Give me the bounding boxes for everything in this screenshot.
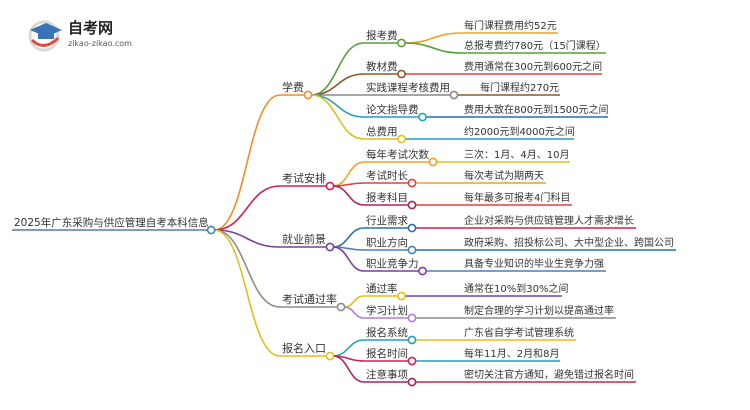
mindmap-nodes: 2025年广东采购与供应管理自考本科信息 学费 报考费 每门课程费用约52元总报考费约… bbox=[14, 19, 674, 387]
subtopic-connector bbox=[332, 246, 365, 272]
subtopic[interactable]: 职业方向 bbox=[366, 236, 408, 249]
branch-topic[interactable]: 学费 bbox=[282, 80, 304, 94]
leaf-detail[interactable]: 每年11月、2月和8月 bbox=[464, 347, 559, 360]
subtopic-collapse-dot[interactable] bbox=[407, 178, 417, 188]
branch-connector bbox=[214, 94, 281, 231]
branch-collapse-dot[interactable] bbox=[336, 302, 346, 312]
subtopic-collapse-dot[interactable] bbox=[407, 200, 417, 210]
subtopic-connector bbox=[332, 227, 365, 248]
branch-topic[interactable]: 考试安排 bbox=[282, 171, 326, 185]
subtopic[interactable]: 总费用 bbox=[366, 125, 398, 138]
subtopic[interactable]: 报考科目 bbox=[366, 191, 408, 204]
subtopic-connector bbox=[310, 42, 365, 96]
subtopic-connector bbox=[332, 185, 365, 206]
subtopic-collapse-dot[interactable] bbox=[428, 157, 438, 167]
subtopic-connector bbox=[310, 73, 365, 96]
subtopic-connector bbox=[343, 295, 365, 308]
subtopic-collapse-dot[interactable] bbox=[397, 38, 406, 48]
branch-collapse-dot[interactable] bbox=[325, 181, 335, 191]
leaf-connector bbox=[404, 32, 463, 44]
subtopic-collapse-dot[interactable] bbox=[407, 335, 417, 345]
subtopic-collapse-dot[interactable] bbox=[397, 134, 406, 144]
logo-title: 自考网 bbox=[68, 19, 113, 37]
logo-url: zikao-zikao.com bbox=[68, 39, 132, 48]
subtopic-collapse-dot[interactable] bbox=[418, 112, 427, 122]
subtopic[interactable]: 每年考试次数 bbox=[366, 148, 429, 161]
root-topic-collapse-dot[interactable] bbox=[206, 225, 216, 235]
leaf-detail[interactable]: 具备专业知识的毕业生竞争力强 bbox=[464, 257, 604, 270]
subtopic-connector bbox=[310, 94, 365, 140]
subtopic-connector bbox=[343, 306, 365, 319]
branch-topic[interactable]: 考试通过率 bbox=[282, 292, 337, 306]
leaf-detail[interactable]: 总报考费约780元（15门课程） bbox=[464, 39, 606, 52]
subtopic[interactable]: 报名时间 bbox=[366, 347, 408, 360]
subtopic-connector bbox=[332, 355, 365, 383]
branch-collapse-dot[interactable] bbox=[325, 242, 335, 252]
graduation-cap-icon bbox=[28, 20, 62, 52]
leaf-detail[interactable]: 费用大致在800元到1500元之间 bbox=[464, 103, 609, 116]
subtopic[interactable]: 实践课程考核费用 bbox=[366, 81, 450, 94]
leaf-detail[interactable]: 每次考试为期两天 bbox=[464, 169, 544, 182]
branch-connector bbox=[214, 185, 281, 231]
subtopic[interactable]: 报考费 bbox=[366, 29, 398, 42]
subtopic-collapse-dot[interactable] bbox=[407, 377, 417, 387]
branch-connector bbox=[214, 229, 281, 308]
subtopic[interactable]: 学习计划 bbox=[366, 304, 408, 317]
leaf-detail[interactable]: 每门课程约270元 bbox=[480, 81, 559, 94]
subtopic-collapse-dot[interactable] bbox=[449, 90, 459, 100]
subtopic[interactable]: 论文指导费 bbox=[366, 103, 419, 116]
subtopic-collapse-dot[interactable] bbox=[407, 356, 417, 366]
subtopic-collapse-dot[interactable] bbox=[418, 266, 427, 276]
subtopic-collapse-dot[interactable] bbox=[397, 291, 406, 301]
leaf-detail[interactable]: 每门课程费用约52元 bbox=[464, 19, 557, 32]
leaf-detail[interactable]: 制定合理的学习计划以提高通过率 bbox=[464, 304, 614, 317]
branch-connector bbox=[214, 229, 281, 248]
branch-topic[interactable]: 报名入口 bbox=[282, 341, 326, 355]
subtopic-collapse-dot[interactable] bbox=[407, 245, 417, 255]
connector-lines bbox=[12, 32, 676, 383]
subtopic[interactable]: 通过率 bbox=[366, 282, 398, 295]
root-topic[interactable]: 2025年广东采购与供应管理自考本科信息 bbox=[14, 216, 209, 229]
subtopic[interactable]: 教材费 bbox=[366, 60, 398, 73]
subtopic-collapse-dot[interactable] bbox=[407, 223, 417, 233]
leaf-connector bbox=[404, 42, 463, 54]
subtopic[interactable]: 报名系统 bbox=[366, 326, 408, 339]
leaf-detail[interactable]: 广东省自学考试管理系统 bbox=[464, 326, 574, 339]
subtopic[interactable]: 职业竞争力 bbox=[366, 257, 419, 270]
leaf-detail[interactable]: 政府采购、招投标公司、大中型企业、跨国公司 bbox=[464, 236, 674, 249]
branch-collapse-dot[interactable] bbox=[325, 351, 335, 361]
subtopic-connector bbox=[332, 339, 365, 357]
leaf-detail[interactable]: 约2000元到4000元之间 bbox=[464, 125, 575, 138]
subtopic-collapse-dot[interactable] bbox=[407, 313, 417, 323]
leaf-detail[interactable]: 每年最多可报考4门科目 bbox=[464, 191, 570, 204]
subtopic-connector bbox=[310, 94, 365, 118]
branch-collapse-dot[interactable] bbox=[303, 90, 313, 100]
leaf-detail[interactable]: 费用通常在300元到600元之间 bbox=[464, 60, 602, 73]
subtopic-collapse-dot[interactable] bbox=[397, 69, 406, 79]
subtopic[interactable]: 注意事项 bbox=[366, 368, 408, 381]
subtopic[interactable]: 考试时长 bbox=[366, 170, 408, 182]
leaf-detail[interactable]: 三次：1月、4月、10月 bbox=[464, 148, 569, 161]
site-logo[interactable]: 自考网 zikao-zikao.com bbox=[28, 19, 132, 52]
branch-connector bbox=[214, 229, 281, 357]
leaf-detail[interactable]: 企业对采购与供应链管理人才需求增长 bbox=[464, 214, 634, 227]
leaf-detail[interactable]: 通常在10%到30%之间 bbox=[464, 282, 568, 295]
leaf-detail[interactable]: 密切关注官方通知，避免错过报名时间 bbox=[464, 368, 634, 381]
branch-topic[interactable]: 就业前景 bbox=[282, 232, 326, 246]
subtopic[interactable]: 行业需求 bbox=[366, 214, 408, 227]
